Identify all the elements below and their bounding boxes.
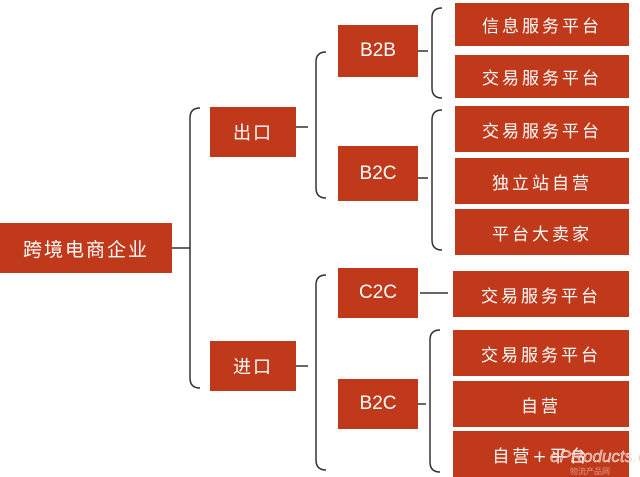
export-b2b-leaf-info-platform: 信息服务平台 [455, 3, 629, 46]
import-c2c-leaf-trade-platform: 交易服务平台 [453, 271, 629, 317]
export-node: 出口 [210, 107, 296, 157]
import-c2c-node: C2C [338, 268, 418, 318]
export-b2c-leaf-trade-platform: 交易服务平台 [455, 106, 629, 152]
export-b2c-leaf-independent-site: 独立站自营 [455, 158, 629, 204]
export-b2c-node: B2C [338, 146, 418, 201]
import-node: 进口 [210, 341, 296, 391]
import-b2c-leaf-trade-platform: 交易服务平台 [453, 330, 629, 376]
export-b2b-leaf-trade-platform: 交易服务平台 [455, 55, 629, 98]
export-b2c-leaf-big-seller: 平台大卖家 [455, 209, 629, 255]
import-b2c-node: B2C [338, 379, 418, 429]
root-node: 跨境电商企业 [0, 223, 172, 273]
import-b2c-leaf-self-plus-platform: 自营+平台 [453, 431, 629, 477]
export-b2b-node: B2B [338, 25, 418, 77]
import-b2c-leaf-self-operated: 自营 [453, 381, 629, 427]
